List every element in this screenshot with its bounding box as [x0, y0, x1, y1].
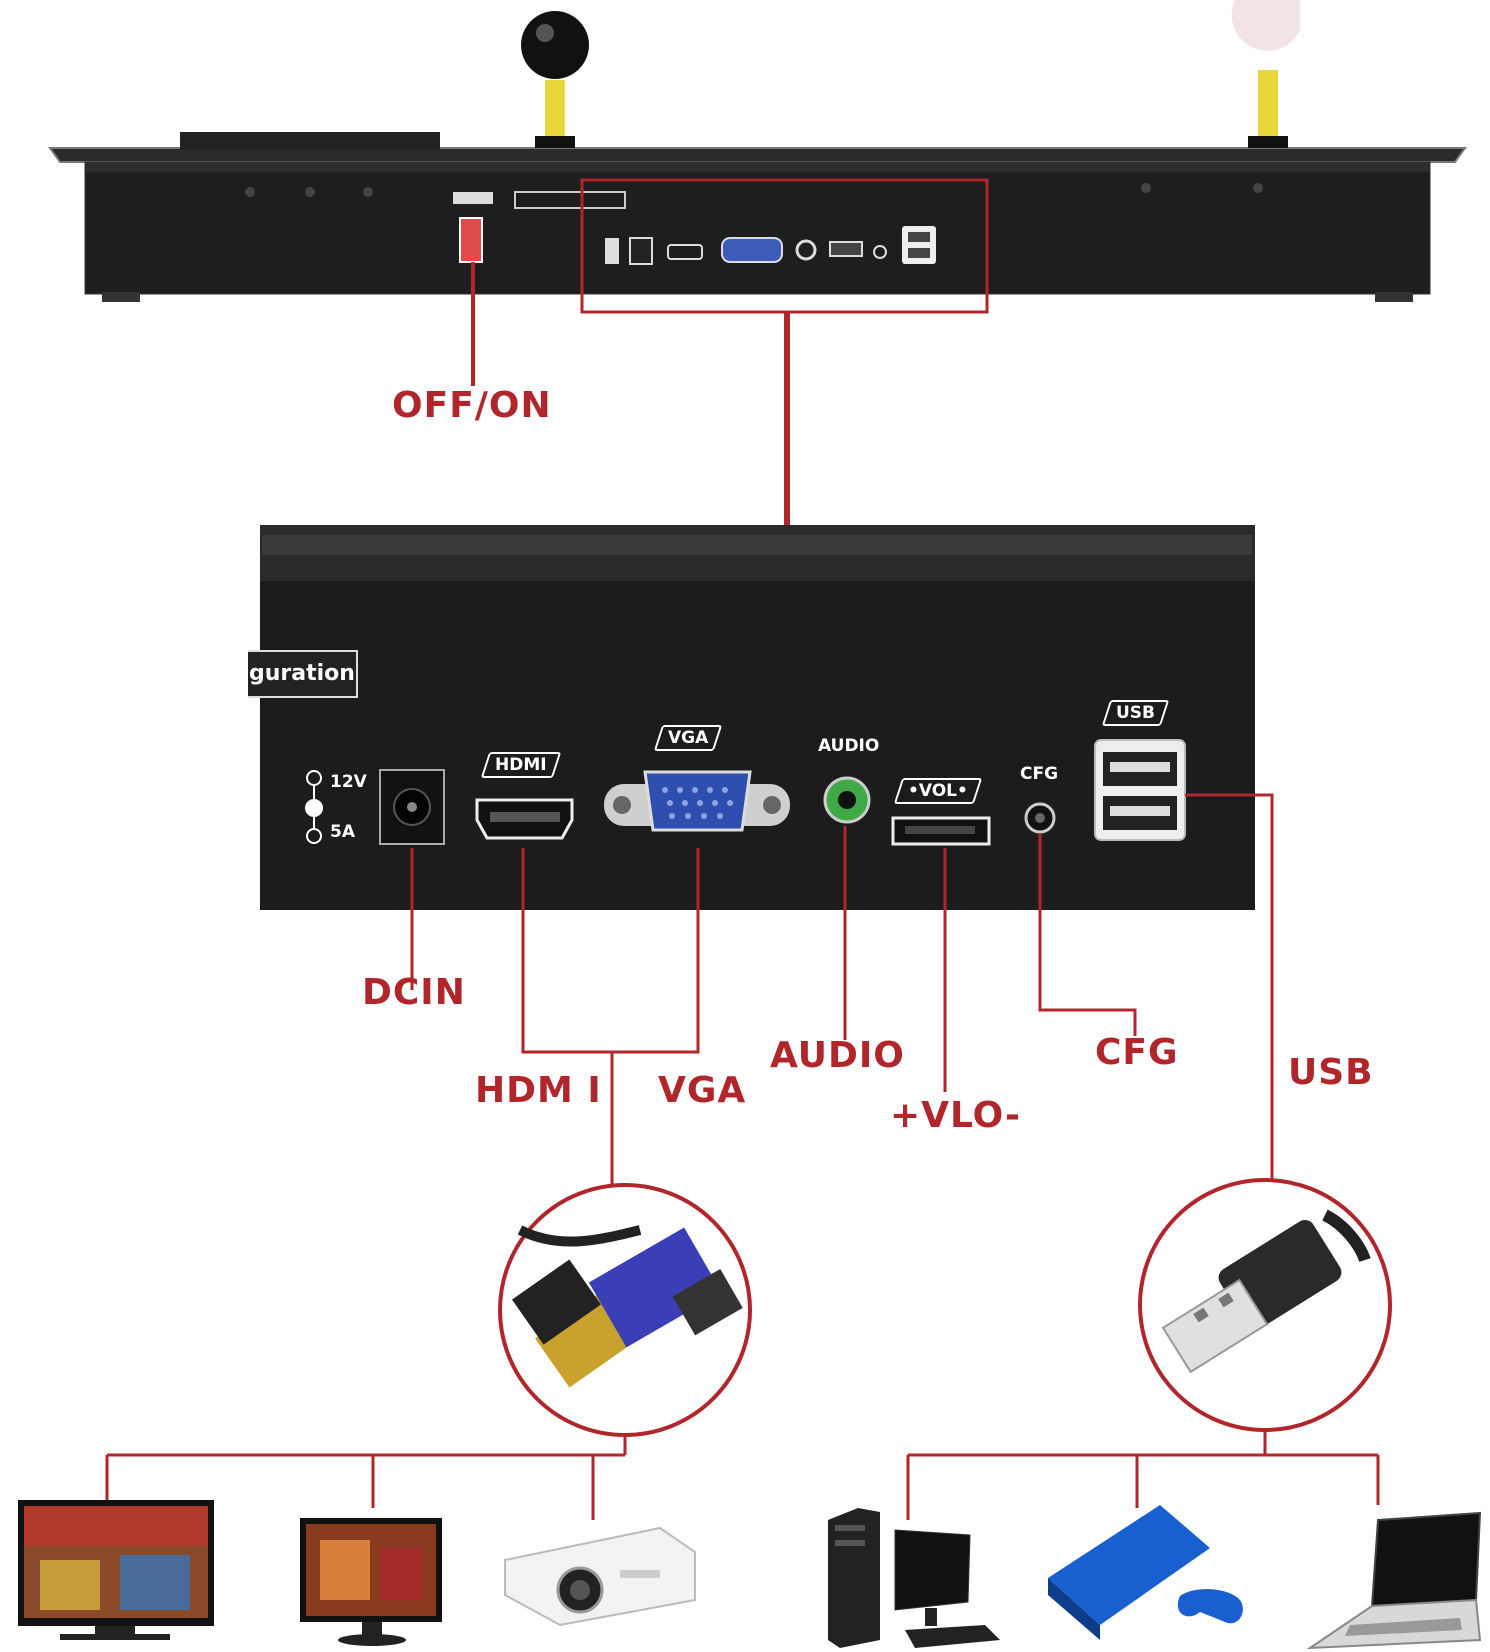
mini-port-row	[605, 226, 936, 265]
off-on-label: OFF/ON	[392, 385, 552, 426]
joystick-right-icon	[1231, 0, 1300, 148]
config-strip	[514, 191, 626, 209]
cfg-button-icon	[1024, 802, 1056, 834]
cfg-label: CFG	[1095, 1032, 1179, 1073]
audio-jack-icon	[823, 776, 871, 824]
game-console-icon	[1048, 1505, 1243, 1640]
power-12v-text: 12V	[330, 772, 367, 792]
vga-port-label: VGA	[653, 725, 723, 751]
hdmi-vga-cables-icon	[498, 1183, 752, 1437]
joystick-left-icon	[521, 11, 589, 148]
volume-slider-icon	[891, 816, 991, 846]
dcin-label: DCIN	[362, 972, 466, 1013]
usb-plug-icon	[1138, 1178, 1392, 1432]
hdmi-port-icon	[475, 798, 574, 840]
usb-label: USB	[1288, 1052, 1374, 1093]
hdmi-label: HDM I	[475, 1070, 602, 1111]
projector-icon	[504, 1526, 696, 1627]
usb-ports-icon	[1094, 739, 1186, 841]
vol-port-label: •VOL•	[893, 778, 983, 804]
hdmi-port-label: HDMI	[480, 752, 561, 778]
desktop-pc-icon	[828, 1508, 1000, 1648]
connector-lines	[105, 793, 1380, 1520]
vga-port-icon	[604, 770, 790, 832]
audio-label: AUDIO	[770, 1035, 905, 1076]
vga-label: VGA	[658, 1070, 747, 1111]
usb-port-label: USB	[1101, 700, 1170, 726]
cfg-port-label: CFG	[1020, 764, 1059, 784]
tv-icon	[18, 1500, 214, 1640]
audio-port-label: AUDIO	[818, 736, 880, 756]
arcade-console	[48, 132, 1467, 302]
dc-jack-icon	[379, 769, 445, 845]
monitor-icon	[300, 1518, 442, 1646]
power-polarity-icon	[305, 770, 323, 844]
configuration-badge: guration	[248, 650, 358, 698]
power-5a-text: 5A	[330, 822, 355, 842]
zoomed-back-panel	[260, 525, 1255, 910]
laptop-icon	[1306, 1511, 1482, 1650]
vol-label: +VLO-	[890, 1095, 1021, 1136]
